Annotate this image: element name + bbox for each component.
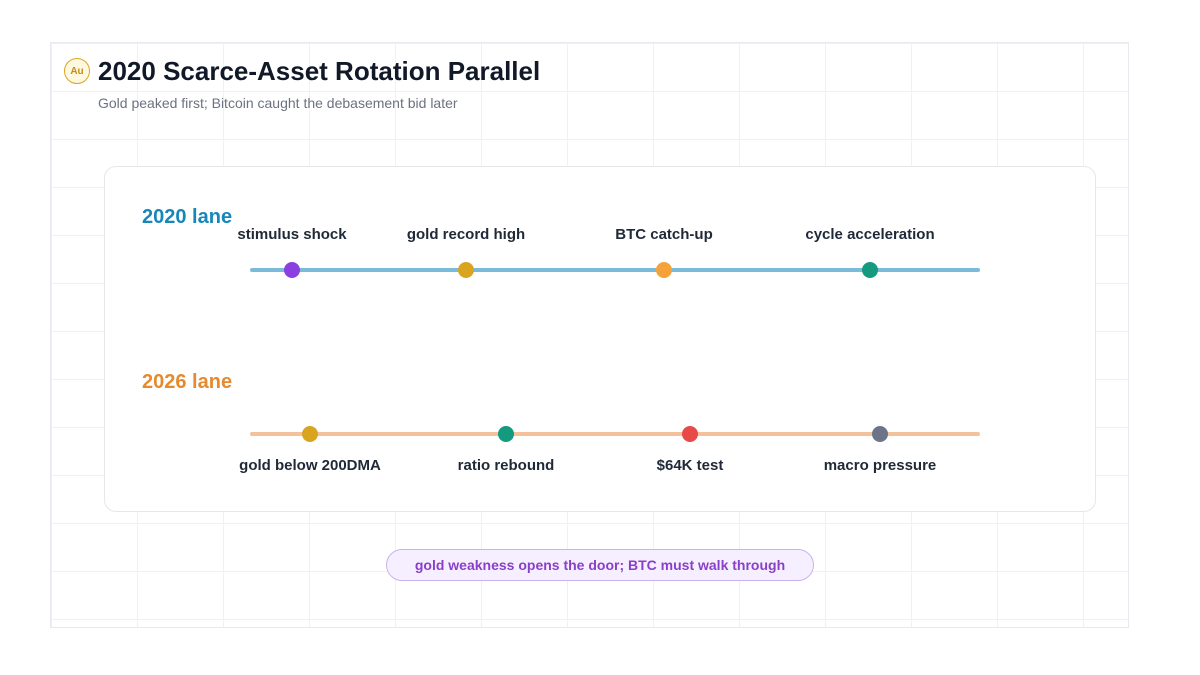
event-dot: [458, 262, 474, 278]
event-dot: [656, 262, 672, 278]
event-dot: [498, 426, 514, 442]
event-label: stimulus shock: [237, 226, 347, 243]
lane-track-2026: [250, 432, 980, 436]
timeline-card: [104, 166, 1096, 512]
event-dot: [862, 262, 878, 278]
event-label: macro pressure: [823, 457, 937, 474]
event-dot: [302, 426, 318, 442]
page-subtitle: Gold peaked first; Bitcoin caught the de…: [98, 95, 458, 111]
event-dot: [682, 426, 698, 442]
event-label: $64K test: [656, 457, 724, 474]
lane-label-2020: 2020 lane: [142, 206, 233, 228]
lane-track-2020: [250, 268, 980, 272]
event-label: ratio rebound: [457, 457, 555, 474]
page-title: 2020 Scarce-Asset Rotation Parallel: [98, 56, 541, 86]
event-dot: [284, 262, 300, 278]
event-dot: [872, 426, 888, 442]
event-label: cycle acceleration: [805, 226, 935, 243]
event-label: gold below 200DMA: [239, 457, 381, 474]
event-label: BTC catch-up: [615, 226, 713, 243]
lane-label-2026: 2026 lane: [142, 371, 233, 393]
callout-pill: gold weakness opens the door; BTC must w…: [386, 549, 814, 581]
gold-au-badge-icon: Au: [64, 58, 90, 84]
event-label: gold record high: [406, 226, 526, 243]
